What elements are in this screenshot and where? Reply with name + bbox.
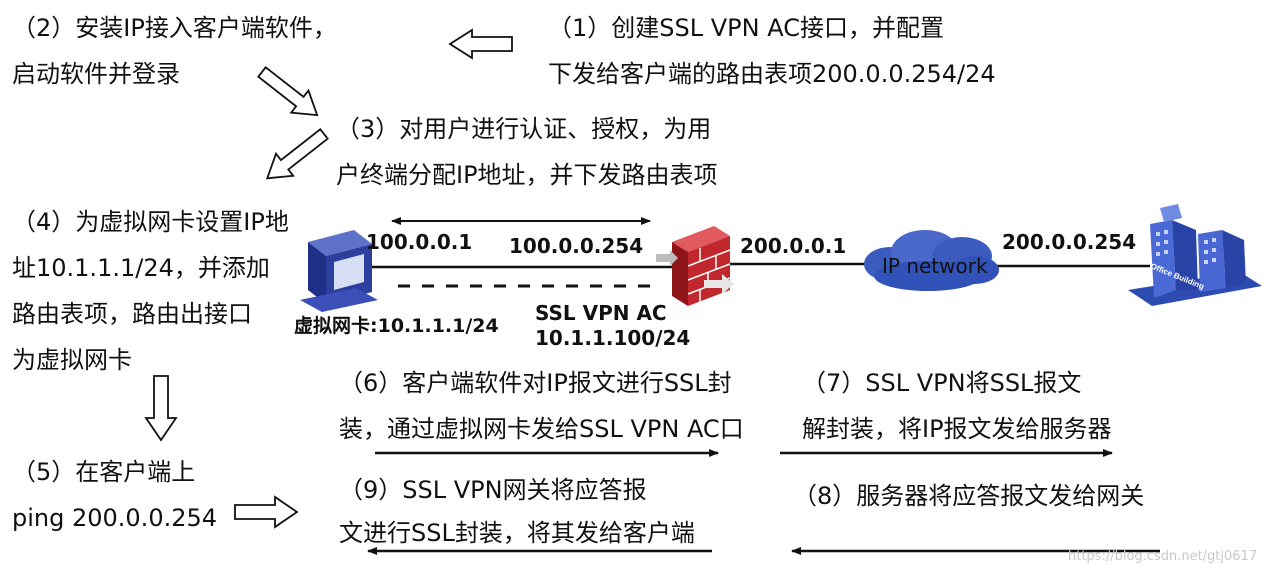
step5-line2: ping 200.0.0.254 — [12, 504, 218, 532]
hollow-arrow-down — [144, 375, 178, 442]
hollow-arrow-down-right — [257, 66, 319, 117]
ac-ip-label: 10.1.1.100/24 — [535, 326, 691, 350]
step6-line2: 装，通过虚拟网卡发给SSL VPN AC口 — [339, 415, 744, 443]
step3-line1: （3）对用户进行认证、授权，为用 — [336, 115, 712, 143]
step3-line2: 户终端分配IP地址，并下发路由表项 — [336, 161, 718, 189]
cloud-label: IP network — [882, 254, 988, 278]
server-ip-label: 200.0.0.254 — [1002, 230, 1137, 254]
step9-line1: （9）SSL VPN网关将应答报 — [339, 476, 647, 504]
step7-line1: （7）SSL VPN将SSL报文 — [802, 369, 1082, 397]
vnic-label: 虚拟网卡:10.1.1.1/24 — [294, 315, 499, 337]
hollow-arrow-left — [448, 28, 513, 60]
step4-line2: 址10.1.1.1/24，并添加 — [12, 254, 270, 282]
step1-line1: （1）创建SSL VPN AC接口，并配置 — [548, 14, 944, 42]
hollow-arrow-down-left — [265, 128, 329, 180]
step4-line1: （4）为虚拟网卡设置IP地 — [12, 208, 289, 236]
step6-line1: （6）客户端软件对IP报文进行SSL封 — [339, 369, 732, 397]
step2-line2: 启动软件并登录 — [12, 60, 180, 88]
ac-outside-ip-label: 200.0.0.1 — [740, 234, 847, 258]
step5-line1: （5）在客户端上 — [12, 458, 196, 486]
step8-line1: （8）服务器将应答报文发给网关 — [793, 482, 1145, 510]
step2-line1: （2）安装IP接入客户端软件， — [12, 14, 337, 42]
ac-name-label: SSL VPN AC — [535, 301, 667, 325]
step7-line2: 解封装，将IP报文发给服务器 — [802, 415, 1112, 443]
firewall-icon — [656, 226, 734, 306]
step9-line2: 文进行SSL封装，将其发给客户端 — [339, 519, 695, 547]
office-building-icon: Office Building — [1128, 204, 1262, 306]
ac-inside-ip-label: 100.0.0.254 — [509, 234, 644, 258]
hollow-arrow-right — [234, 495, 299, 529]
client-ip-label: 100.0.0.1 — [366, 230, 473, 254]
step1-line2: 下发给客户端的路由表项200.0.0.254/24 — [548, 60, 996, 88]
watermark: https://blog.csdn.net/gtj0617 — [1068, 549, 1258, 564]
step4-line4: 为虚拟网卡 — [12, 346, 132, 374]
cloud-icon — [864, 230, 999, 291]
step4-line3: 路由表项，路由出接口 — [12, 300, 252, 328]
client-computer-icon — [300, 230, 378, 312]
